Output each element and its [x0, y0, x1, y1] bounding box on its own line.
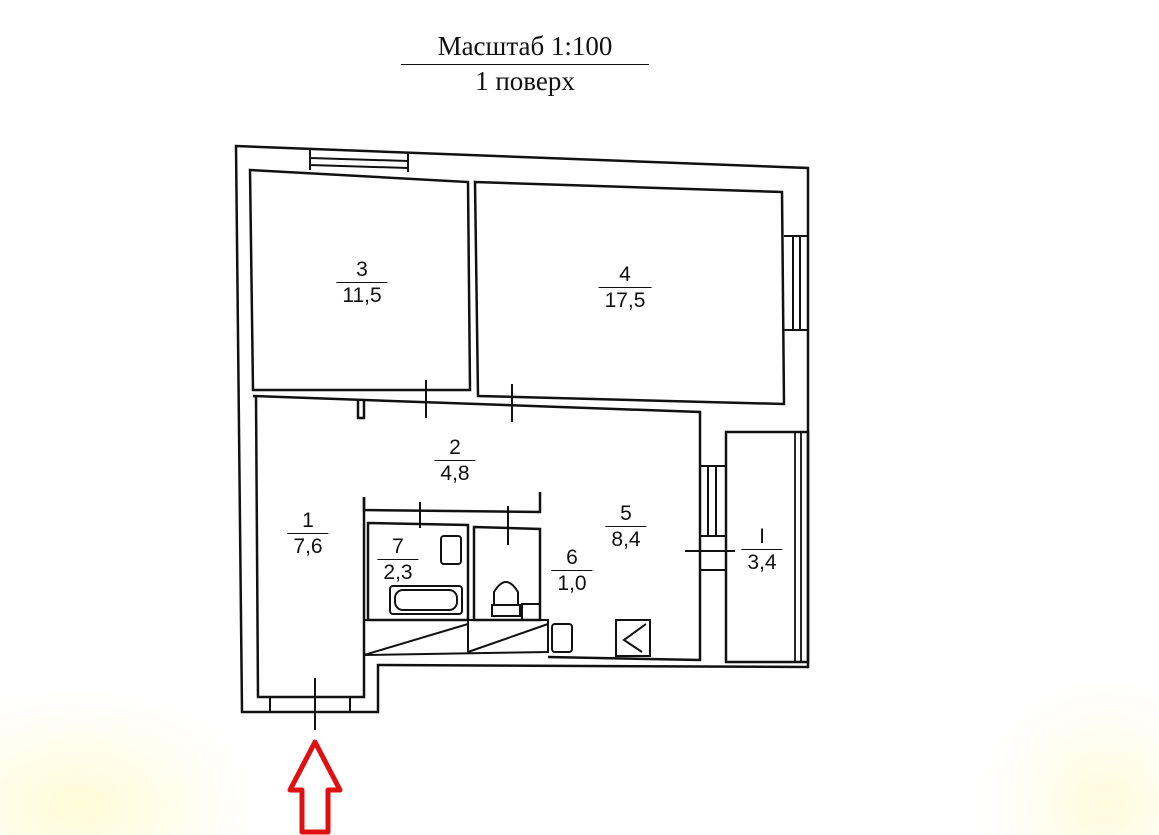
wall-stub	[356, 400, 366, 420]
walls	[234, 144, 810, 730]
fixtures	[389, 535, 651, 657]
window-room-4	[784, 235, 808, 331]
balcony-rail	[794, 432, 802, 662]
balcony-outline	[724, 430, 810, 664]
entrance-door-jambs	[269, 697, 351, 712]
washbasin-icon	[440, 535, 462, 565]
title-divider	[401, 64, 649, 65]
scale-label: Масштаб 1:100	[437, 31, 613, 61]
riser-icon	[521, 603, 541, 621]
bathtub-inner	[394, 589, 458, 611]
bath-block-top	[362, 492, 542, 514]
entrance-arrow-icon	[287, 739, 343, 835]
background-tint	[979, 680, 1159, 835]
room-4-outline	[473, 180, 786, 406]
plan-title: Масштаб 1:100 1 поверх	[401, 30, 649, 97]
room-3-outline	[248, 168, 472, 392]
balcony-door	[700, 465, 727, 571]
door-markers	[314, 380, 735, 730]
stove-symbol	[622, 623, 647, 653]
stove-icon	[615, 619, 651, 657]
background-tint	[0, 690, 260, 835]
vent-shafts	[363, 619, 549, 657]
kitchen-sink-icon	[551, 623, 573, 653]
room-1-outline	[254, 395, 366, 699]
outer-wall	[234, 144, 810, 714]
bathtub-icon	[389, 585, 463, 615]
window-room-3	[309, 150, 409, 172]
toilet-icon	[491, 581, 521, 617]
floor-label: 1 поверх	[475, 66, 575, 96]
